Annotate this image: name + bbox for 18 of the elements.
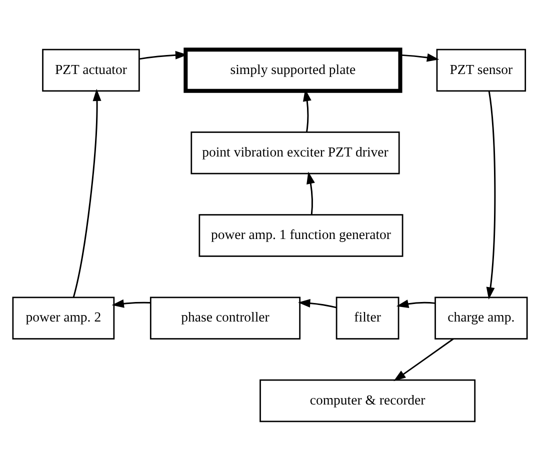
node-box: power amp. 1 function generator xyxy=(198,214,404,257)
node-box: point vibration exciter PZT driver xyxy=(190,132,400,174)
arrow xyxy=(298,298,337,308)
arrow xyxy=(306,172,315,215)
node-box: computer & recorder xyxy=(260,379,476,422)
node-box: PZT actuator xyxy=(42,48,140,92)
node-box: simply supported plate xyxy=(184,48,402,93)
node-box: charge amp. xyxy=(434,296,528,340)
arrow xyxy=(486,90,496,300)
node-box: PZT sensor xyxy=(436,48,526,92)
arrow xyxy=(72,88,102,298)
arrow xyxy=(400,53,440,62)
arrow xyxy=(396,300,436,308)
node-box: power amp. 2 xyxy=(12,296,115,340)
node-box: filter xyxy=(336,296,400,340)
arrow xyxy=(112,299,151,308)
arrow xyxy=(394,338,454,382)
node-box: phase controller xyxy=(150,296,301,340)
